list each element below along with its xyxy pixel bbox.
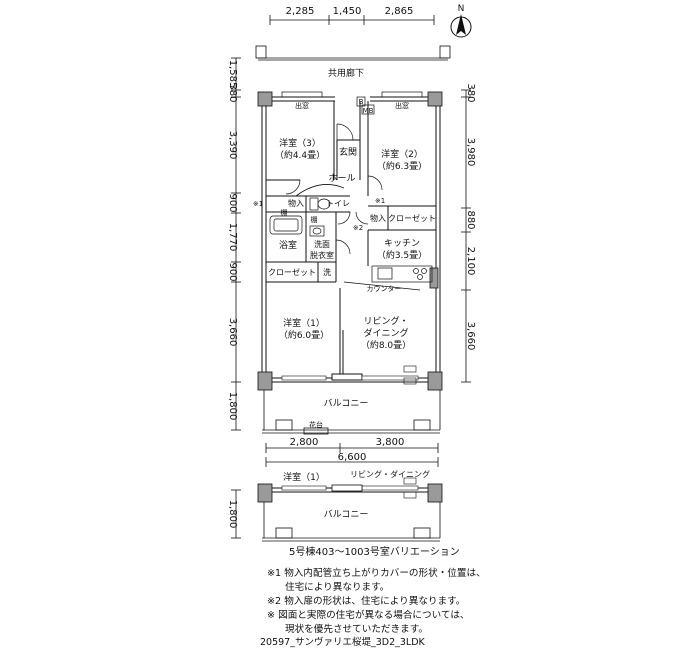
kitchen-size: （約3.5畳） <box>377 249 427 261</box>
right-dim-3: 880 <box>465 210 476 229</box>
bottom-dim-2: 3,800 <box>376 437 405 448</box>
bay-window-right: 出窓 <box>395 101 409 110</box>
left-dim-4: 900 <box>227 193 238 212</box>
bottom-dim-1: 2,800 <box>290 437 319 448</box>
note-line: ※2 物入扉の形状は、住宅により異なります。 <box>267 596 466 607</box>
top-dim-2: 1,450 <box>333 6 362 17</box>
toilet-fixture-icon <box>309 197 331 211</box>
mark1-left: ※1 <box>253 200 263 208</box>
north-compass-icon: N <box>450 4 472 38</box>
bedroom3-name: 洋室（3） <box>279 137 321 149</box>
washroom-label-1: 洗面 <box>314 239 330 249</box>
variation-dim: 1,800 <box>227 500 238 529</box>
variation-left-dimension <box>231 489 241 539</box>
toilet-label: トイレ <box>326 199 350 208</box>
bathtub-icon <box>269 215 303 235</box>
outlet-markers <box>403 365 417 385</box>
bay-windows <box>281 91 423 98</box>
note-line: ※ 図面と実際の住宅が異なる場合については、 <box>267 610 470 621</box>
wash-basin-icon <box>309 225 325 237</box>
laundry-label: 洗 <box>323 267 331 277</box>
right-dimensions <box>461 89 471 383</box>
closet-top-label: クローゼット <box>388 213 436 223</box>
right-dim-4: 2,100 <box>465 247 476 276</box>
left-dim-5: 1,770 <box>227 223 238 252</box>
shelf2-label: 棚 <box>311 215 318 224</box>
corridor <box>255 45 451 61</box>
corridor-label: 共用廊下 <box>328 67 364 79</box>
bedroom3-size: （約4.4畳） <box>275 149 325 161</box>
variation-caption: 5号棟403～1003号室バリエーション <box>289 547 460 558</box>
left-dim-1: 1,585 <box>227 60 238 89</box>
balcony-area <box>262 390 441 435</box>
meter-box <box>356 96 375 115</box>
top-dim-1: 2,285 <box>286 6 315 17</box>
right-dim-5: 3,660 <box>465 322 476 351</box>
hall-curve <box>295 184 345 197</box>
left-dim-7: 3,660 <box>227 318 238 347</box>
mark1-right: ※1 <box>375 197 385 205</box>
balcony-label: バルコニー <box>324 398 369 409</box>
mark2: ※2 <box>353 224 363 232</box>
right-dim-1: 380 <box>465 83 476 102</box>
shelf1-label: 棚 <box>281 208 288 217</box>
variation-living: リビング・ダイニング <box>350 469 430 479</box>
washroom-label-2: 脱衣室 <box>310 250 334 260</box>
note-line: ※1 物入内配管立ち上がりカバーの形状・位置は、 <box>267 568 486 579</box>
label-mb: MB <box>363 107 374 115</box>
interior-walls <box>266 101 436 283</box>
top-dimensions <box>269 15 435 25</box>
door-swings <box>285 123 383 255</box>
bedroom1-name: 洋室（1） <box>283 317 325 329</box>
living-name-2: ダイニング <box>363 327 408 339</box>
top-dim-3: 2,865 <box>385 6 414 17</box>
entrance-label: 玄関 <box>339 146 357 158</box>
kitchen-counter <box>343 265 433 291</box>
bedroom2-size: （約6.3畳） <box>377 160 427 172</box>
notes: ※1 物入内配管立ち上がりカバーの形状・位置は、 住宅により異なります。 ※2 … <box>267 567 697 637</box>
note-line: 住宅により異なります。 <box>285 582 390 593</box>
living-size: （約8.0畳） <box>361 339 411 351</box>
storage1-label: 物入 <box>288 198 304 208</box>
variation-bedroom1: 洋室（1） <box>283 471 325 483</box>
bedroom2-name: 洋室（2） <box>381 148 423 160</box>
left-dim-8: 1,800 <box>227 392 238 421</box>
plan-code: 20597_サンヴァリエ桜堤_3D2_3LDK <box>260 637 425 648</box>
right-dim-2: 3,980 <box>465 138 476 167</box>
storage2-label: 物入 <box>370 213 386 223</box>
closet-bottom-label: クローゼット <box>268 267 316 277</box>
compass-label: N <box>458 4 465 14</box>
label-b: B <box>359 98 364 106</box>
planter-label: 花台 <box>309 420 323 429</box>
hall-label: ホール <box>328 173 355 184</box>
bath-label: 浴室 <box>279 239 297 251</box>
left-dim-3: 3,390 <box>227 131 238 160</box>
note-line: 現状を優先させていただきます。 <box>285 624 428 635</box>
bedroom1-size: （約6.0畳） <box>279 329 329 341</box>
structural-columns <box>257 91 443 391</box>
variation-inset <box>257 477 443 542</box>
sliding-partition <box>331 288 363 381</box>
counter-label: カウンター <box>367 284 402 293</box>
variation-balcony: バルコニー <box>324 509 369 520</box>
kitchen-name: キッチン <box>384 238 420 249</box>
left-dim-2: 380 <box>227 83 238 102</box>
bay-window-left: 出窓 <box>295 101 309 110</box>
living-name-1: リビング・ <box>363 315 408 327</box>
bottom-dim-total: 6,600 <box>338 452 367 463</box>
left-dim-6: 900 <box>227 262 238 281</box>
bottom-dimensions <box>265 443 439 467</box>
left-dimensions <box>231 57 241 431</box>
balcony-windows <box>281 375 419 381</box>
